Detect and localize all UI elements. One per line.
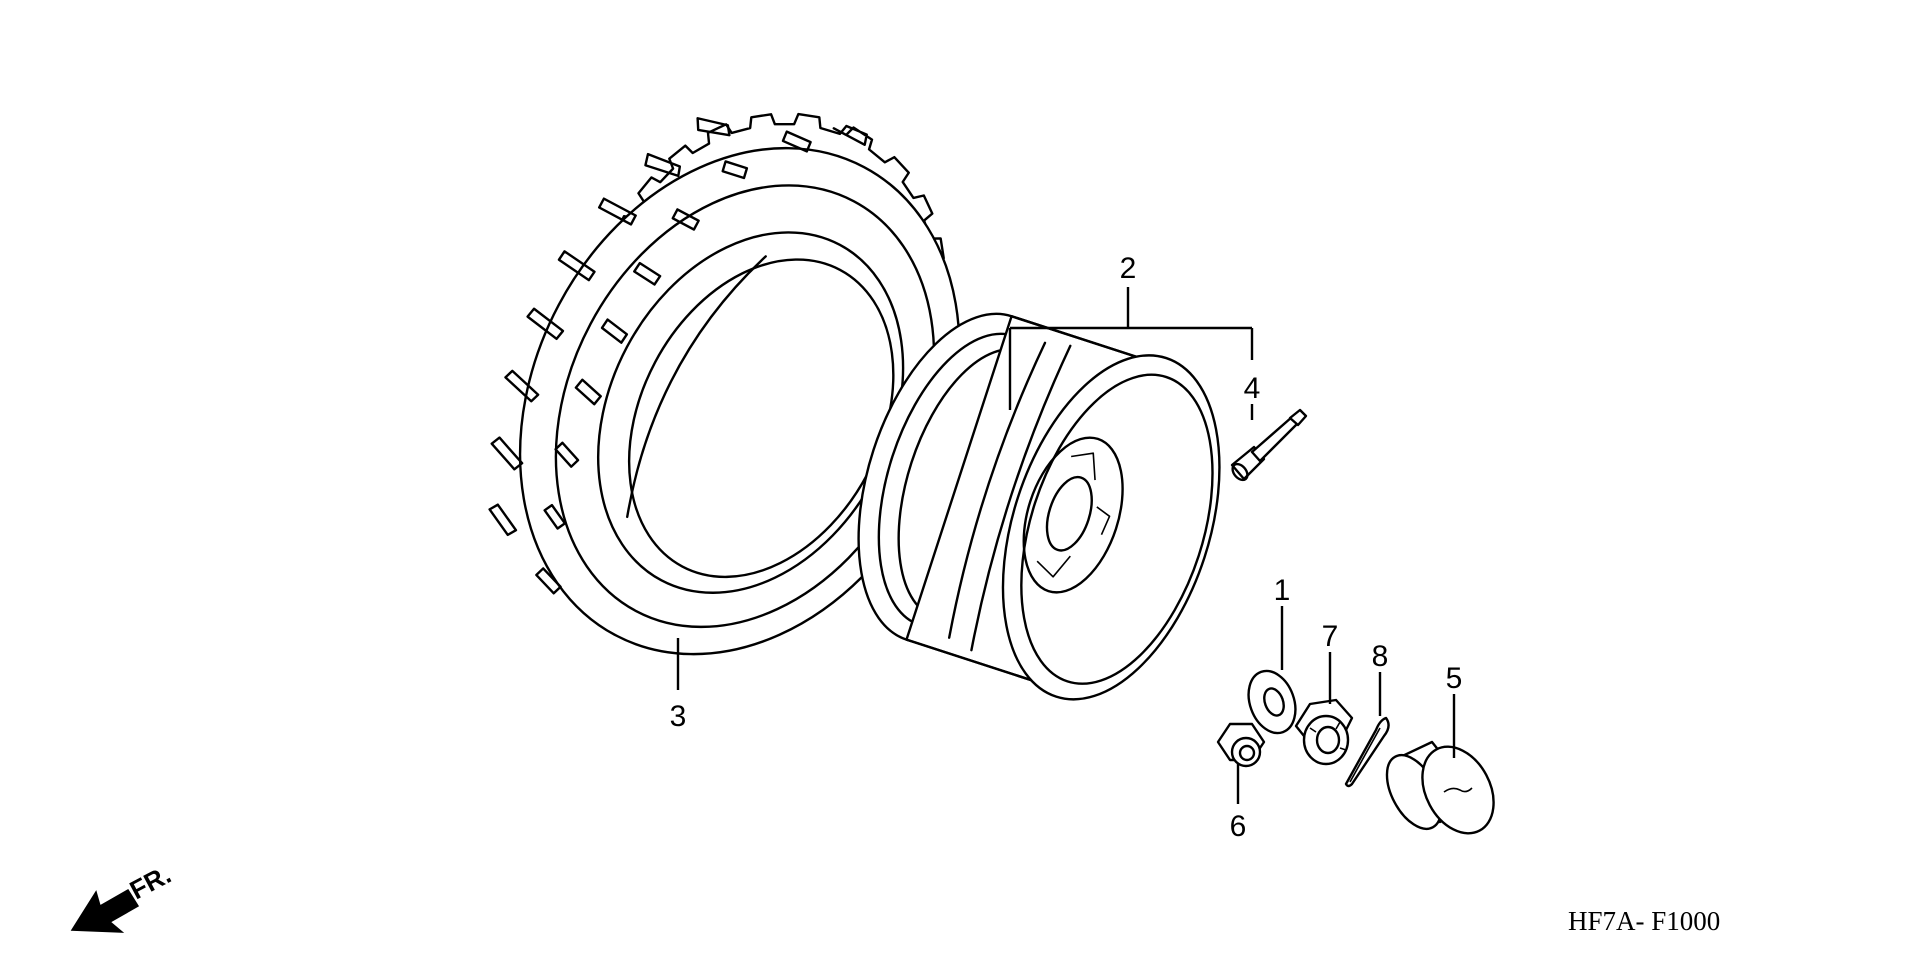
- cotter-pin: [1344, 716, 1390, 788]
- castle-nut: [1294, 698, 1354, 766]
- leader-lines: [676, 287, 1456, 804]
- wheel-nut: [1216, 722, 1266, 768]
- callout-wheel: 2: [1120, 252, 1137, 285]
- valve-stem: [1230, 408, 1308, 482]
- front-direction-indicator: FR.: [70, 859, 176, 933]
- diagram-code: HF7A- F1000: [1568, 906, 1720, 936]
- arrow-down-left-icon: [70, 888, 140, 933]
- callout-washer: 1: [1274, 574, 1291, 607]
- hub-cap: [1385, 740, 1495, 835]
- washer: [1247, 669, 1297, 735]
- callout-hub-cap: 5: [1446, 662, 1463, 695]
- callout-castle-nut: 7: [1322, 620, 1339, 653]
- callout-tire: 3: [670, 700, 687, 733]
- tread-blocks: [488, 117, 812, 595]
- callout-wheel-nut: 6: [1230, 810, 1247, 843]
- tire: [488, 112, 961, 656]
- callout-valve: 4: [1244, 372, 1261, 405]
- callout-cotter-pin: 8: [1372, 640, 1389, 673]
- callout-numbers: 2 4 3 1 7 8 5 6: [670, 252, 1463, 843]
